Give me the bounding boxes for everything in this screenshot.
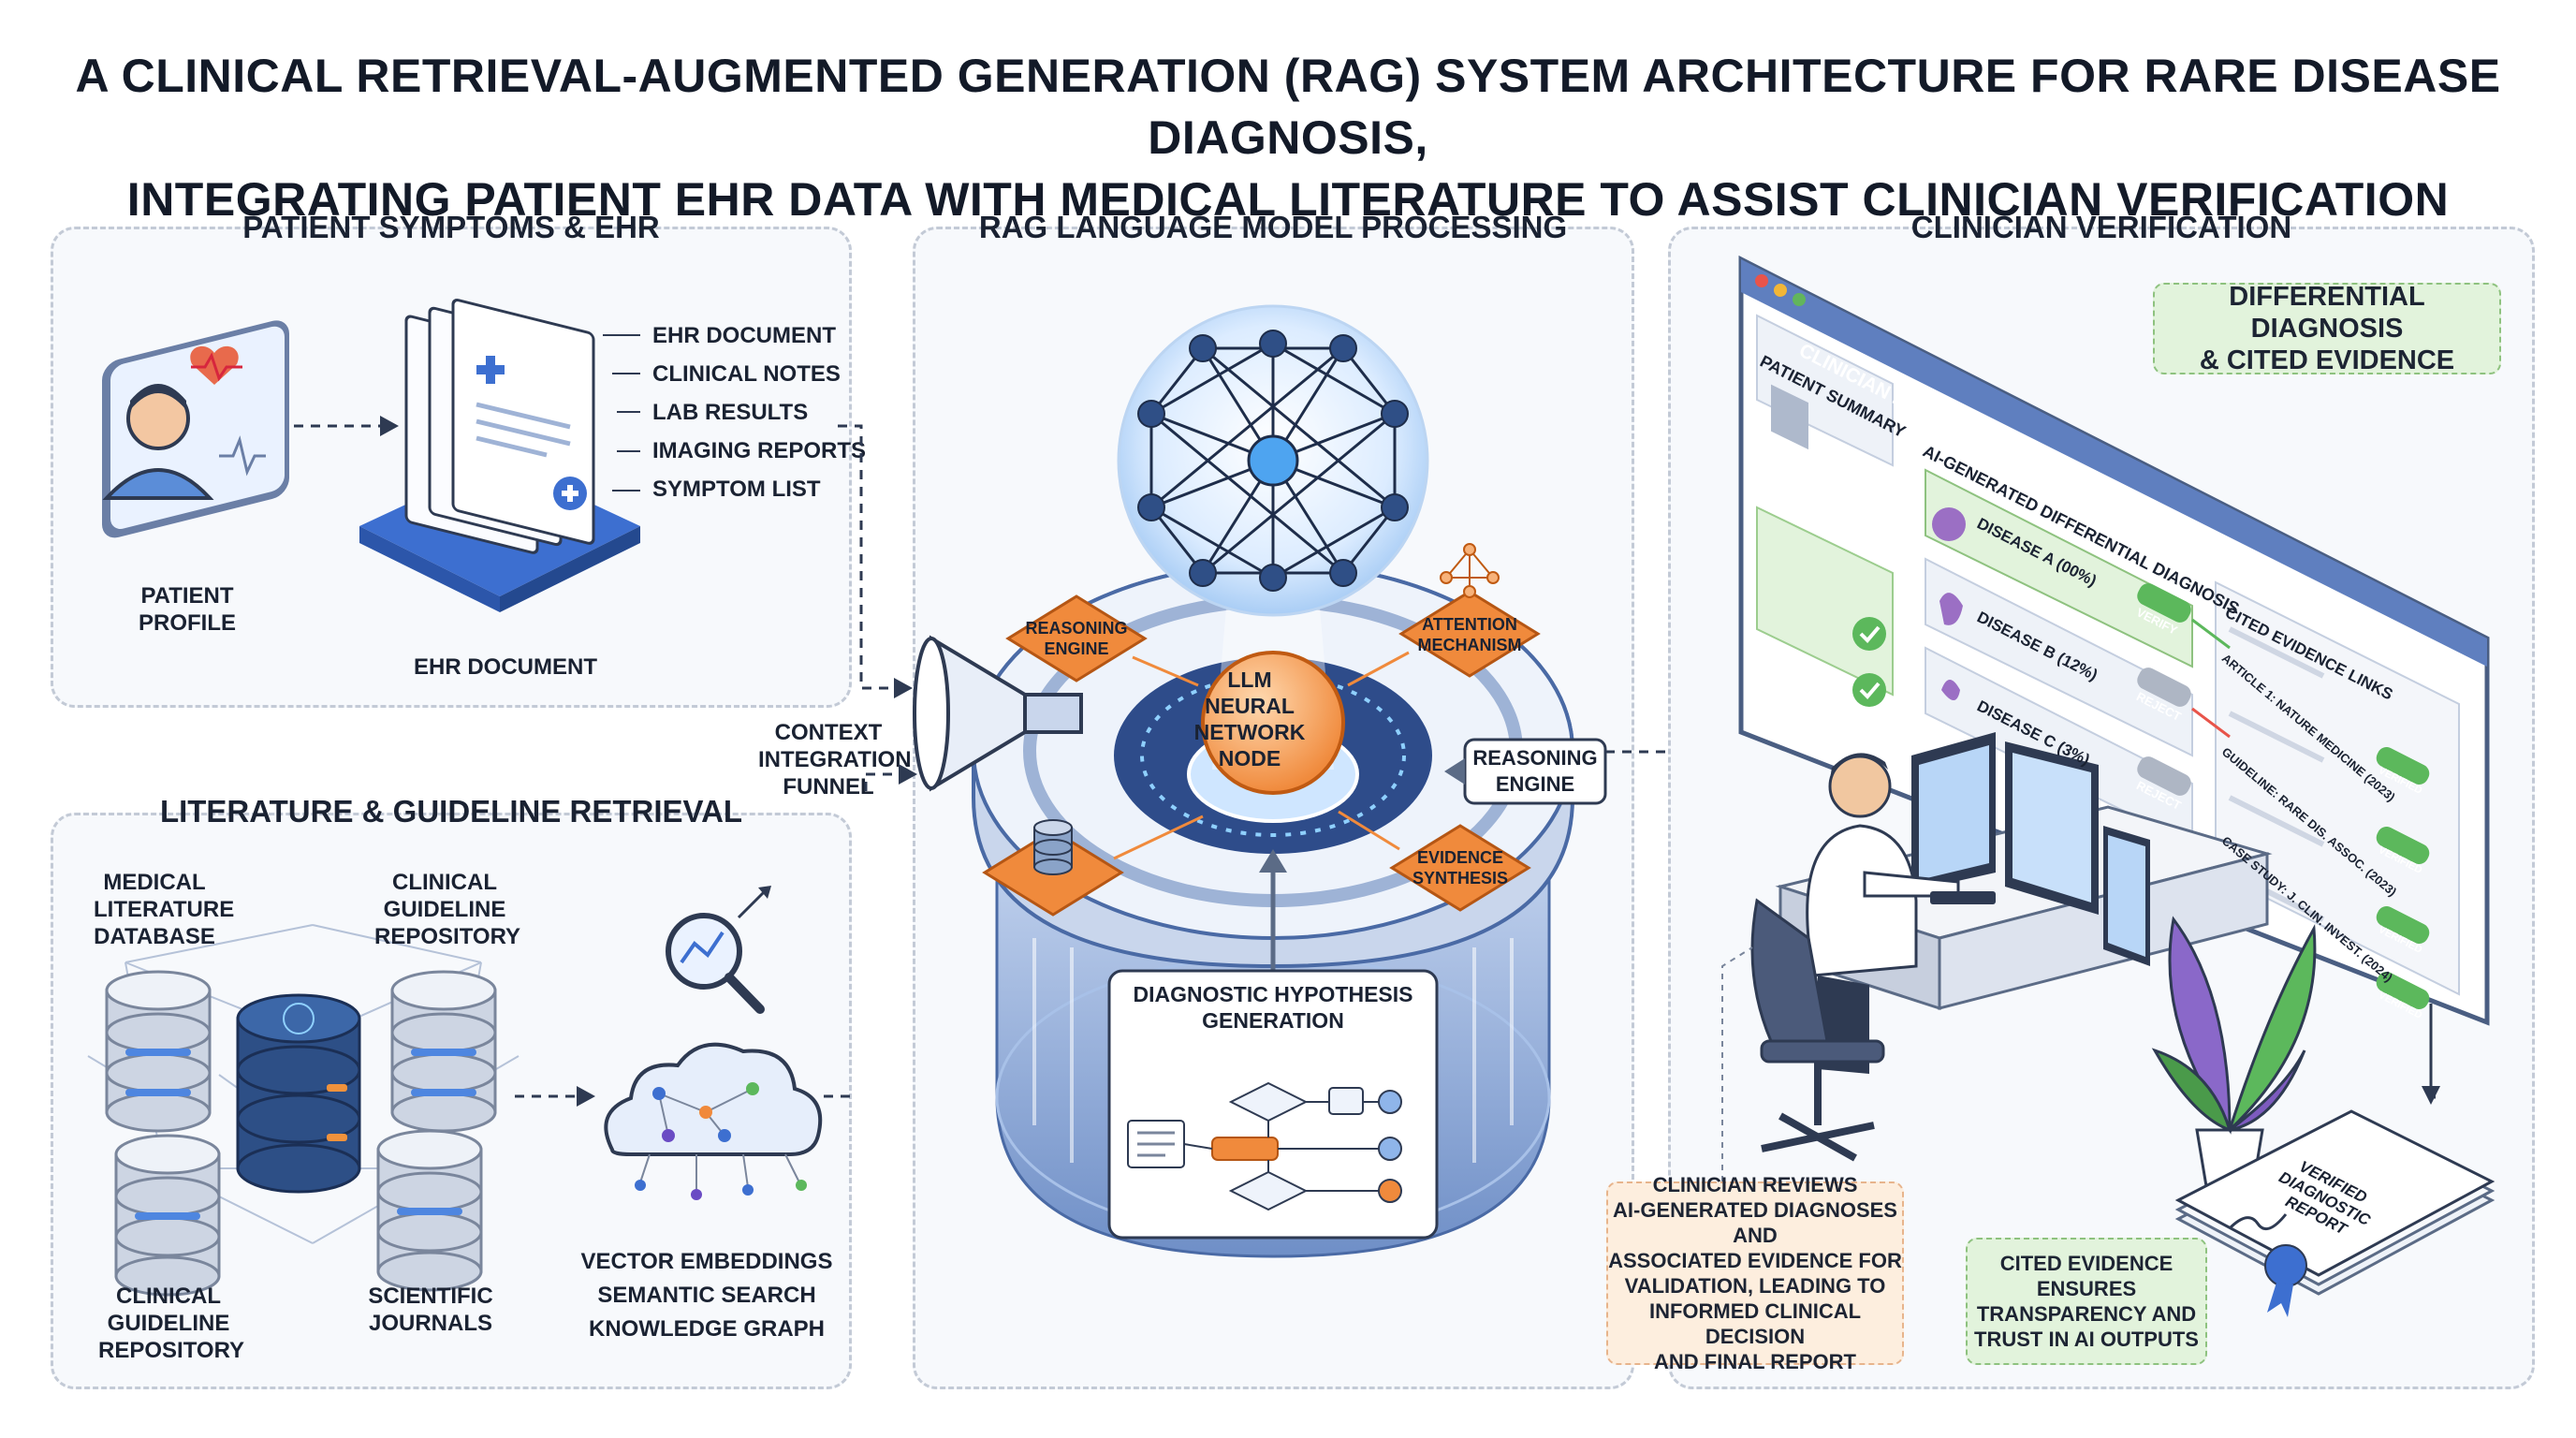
ehr-doc-item: EHR DOCUMENT [652, 323, 836, 348]
database-cylinders-icon [105, 970, 497, 1297]
rag-illustration [913, 304, 1607, 1258]
literature-illustration [87, 886, 852, 1297]
ehr-doc-item: SYMPTOM LIST [652, 477, 821, 502]
ehr-panel-title: PATIENT SYMPTOMS & EHR [242, 210, 660, 244]
clinician-workstation-icon [1750, 732, 2273, 1162]
literature-to-funnel-arrow [864, 764, 917, 791]
ehr-document-stack-icon [359, 298, 640, 612]
magnifier-icon [666, 886, 771, 1014]
clinician-illustration [1721, 255, 2496, 1317]
ehr-doc-item: IMAGING REPORTS [652, 438, 867, 463]
ehr-doc-item-list: EHR DOCUMENT CLINICAL NOTES LAB RESULTS … [652, 322, 866, 503]
llm-core-node [1201, 651, 1345, 795]
hypothesis-flowchart-icon [1107, 969, 1439, 1240]
differential-diagnosis-box: DIFFERENTIAL DIAGNOSIS& CITED EVIDENCE [2153, 282, 2501, 375]
ehr-to-funnel-arrow [838, 424, 913, 698]
vector-cloud-icon [604, 1042, 823, 1200]
verified-report-icon [2174, 1109, 2496, 1317]
plant-icon [2151, 916, 2317, 1188]
clinician-review-note: CLINICIAN REVIEWS AI-GENERATED DIAGNOSES… [1606, 1173, 1904, 1373]
rag-panel-title: RAG LANGUAGE MODEL PROCESSING [978, 210, 1568, 244]
title-line-1: A CLINICAL RETRIEVAL-AUGMENTED GENERATIO… [75, 50, 2501, 164]
page-title: A CLINICAL RETRIEVAL-AUGMENTED GENERATIO… [0, 45, 2576, 230]
title-line-2: INTEGRATING PATIENT EHR DATA WITH MEDICA… [126, 173, 2450, 226]
context-funnel-icon [913, 635, 1083, 792]
clinician-interface-window [1738, 255, 2490, 1026]
ehr-document-label: EHR DOCUMENT [414, 654, 597, 680]
cited-evidence-note: CITED EVIDENCE ENSURES TRANSPARENCY AND … [1966, 1238, 2207, 1365]
ehr-doc-item: CLINICAL NOTES [652, 361, 841, 387]
ehr-illustration [102, 298, 640, 612]
clinician-panel-title: CLINICIAN VERIFICATION [1910, 210, 2292, 244]
literature-panel-title: LITERATURE & GUIDELINE RETRIEVAL [159, 794, 743, 829]
ehr-doc-item: LAB RESULTS [652, 400, 809, 425]
patient-profile-icon [102, 320, 289, 538]
